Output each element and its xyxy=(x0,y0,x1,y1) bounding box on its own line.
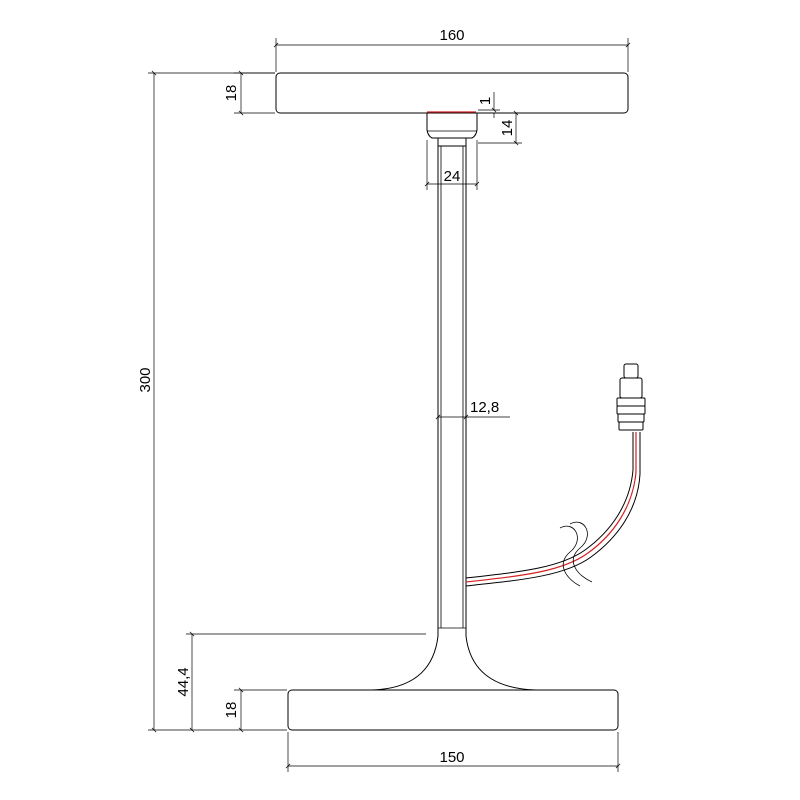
dim-base-flare-height: 44,4 xyxy=(175,631,426,733)
dim-stem-diameter: 12,8 xyxy=(435,399,510,420)
dim-base-disc-height: 18 xyxy=(223,687,287,733)
lamp-stem xyxy=(437,146,467,636)
dim-top-disc-width: 160 xyxy=(273,27,631,72)
top-mount xyxy=(426,111,478,147)
top-disc xyxy=(275,72,629,114)
dim-label-24: 24 xyxy=(444,168,461,185)
dim-label-150: 150 xyxy=(439,749,464,766)
dim-top-disc-height: 18 xyxy=(223,70,275,116)
dim-label-44-4: 44,4 xyxy=(175,667,192,696)
dim-label-12-8: 12,8 xyxy=(470,399,499,416)
base-flare xyxy=(371,635,537,691)
dim-mount: 1 14 xyxy=(477,92,522,146)
dim-mount-width: 24 xyxy=(424,140,480,190)
dim-base-disc-width: 150 xyxy=(285,732,621,772)
dim-total-height: 300 xyxy=(137,70,287,733)
dim-label-14: 14 xyxy=(499,120,516,137)
power-cable xyxy=(465,432,641,587)
dim-label-18-base: 18 xyxy=(223,702,240,719)
dc-plug xyxy=(616,363,646,431)
dim-label-160: 160 xyxy=(439,27,464,44)
dim-label-300: 300 xyxy=(137,367,154,392)
base-disc xyxy=(287,689,619,731)
dim-label-1: 1 xyxy=(477,97,494,105)
dim-label-18-top: 18 xyxy=(223,85,240,102)
